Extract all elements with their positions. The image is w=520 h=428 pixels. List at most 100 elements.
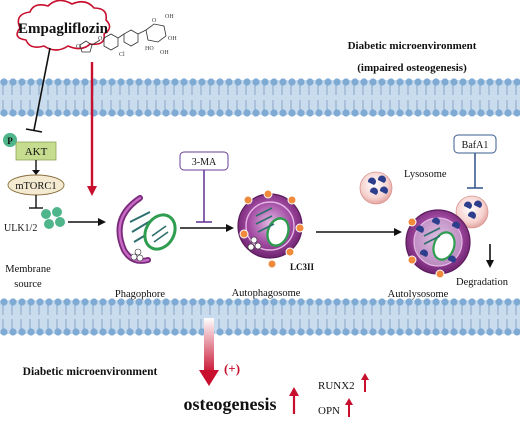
lipid-head: [441, 109, 449, 117]
mtorc1-box: mTORC1: [7, 174, 65, 196]
lipid-head: [180, 298, 188, 306]
lipid-head: [315, 109, 323, 117]
opn-label: OPN: [318, 405, 340, 417]
lipid-head: [432, 109, 440, 117]
lipid-head: [279, 298, 287, 306]
autolysosome-icon: [405, 209, 471, 279]
lipid-head: [261, 78, 269, 86]
lipid-head: [225, 109, 233, 117]
lipid-head: [207, 298, 215, 306]
lipid-head: [261, 328, 269, 336]
lipid-head: [252, 109, 260, 117]
lipid-head: [63, 328, 71, 336]
lipid-head: [297, 109, 305, 117]
lipid-head: [351, 328, 359, 336]
lipid-head: [234, 109, 242, 117]
lipid-head: [297, 298, 305, 306]
lipid-head: [468, 109, 476, 117]
lipid-head: [72, 298, 80, 306]
membrane-source-label-line1: Membrane: [5, 264, 51, 275]
lipid-head: [369, 298, 377, 306]
lipid-head: [513, 298, 520, 306]
lipid-head: [396, 109, 404, 117]
autophagosome-icon: [237, 189, 305, 269]
lipid-head: [189, 328, 197, 336]
lipid-head: [288, 328, 296, 336]
lipid-head: [135, 328, 143, 336]
lipid-head: [297, 78, 305, 86]
lipid-head: [108, 78, 116, 86]
p-phospho-badge: P: [3, 133, 17, 147]
lipid-head: [342, 78, 350, 86]
promotion-plus-label: (+): [224, 361, 240, 376]
lipid-head: [414, 78, 422, 86]
lipid-head: [234, 298, 242, 306]
svg-text:O: O: [98, 36, 103, 42]
lipid-head: [306, 298, 314, 306]
lipid-head: [81, 298, 89, 306]
lipid-head: [99, 298, 107, 306]
lipid-head: [360, 298, 368, 306]
lipid-head: [126, 328, 134, 336]
lipid-head: [81, 78, 89, 86]
lipid-head: [99, 78, 107, 86]
degradation-arrowhead: [486, 260, 494, 268]
phagophore-to-autophagosome-arrowhead: [226, 224, 234, 232]
lipid-head: [387, 109, 395, 117]
lipid-head: [9, 78, 17, 86]
svg-text:OH: OH: [168, 36, 177, 42]
lipid-head: [90, 298, 98, 306]
lipid-head: [18, 109, 26, 117]
top-membrane: [0, 78, 520, 117]
runx2-label: RUNX2: [318, 380, 355, 392]
lipid-head: [54, 109, 62, 117]
lipid-head: [441, 298, 449, 306]
lipid-head: [9, 109, 17, 117]
lipid-head: [198, 78, 206, 86]
lipid-head: [189, 298, 197, 306]
lipid-head: [504, 109, 512, 117]
lipid-head: [153, 78, 161, 86]
autolysosome-label: Autolysosome: [388, 289, 449, 300]
lipid-head: [90, 328, 98, 336]
lipid-head: [450, 298, 458, 306]
svg-text:Cl: Cl: [119, 52, 125, 58]
lipid-head: [117, 109, 125, 117]
lipid-head: [153, 328, 161, 336]
lipid-head: [459, 78, 467, 86]
svg-text:HO: HO: [145, 46, 154, 52]
lipid-head: [486, 298, 494, 306]
lipid-head: [468, 328, 476, 336]
lipid-head: [270, 109, 278, 117]
lipid-head: [279, 109, 287, 117]
lipid-head: [261, 109, 269, 117]
lipid-head: [144, 298, 152, 306]
lipid-head: [72, 78, 80, 86]
lipid-head: [315, 298, 323, 306]
lipid-head: [171, 328, 179, 336]
empagliflozin-label: Empagliflozin: [18, 21, 109, 37]
empagliflozin-activation-arrow: [87, 62, 97, 196]
lipid-head: [513, 109, 520, 117]
lipid-head: [360, 328, 368, 336]
lipid-head: [27, 298, 35, 306]
lipid-head: [162, 78, 170, 86]
lipid-head: [252, 78, 260, 86]
lipid-head: [306, 78, 314, 86]
phagophore-label: Phagophore: [115, 289, 165, 300]
lipid-head: [324, 78, 332, 86]
lipid-head: [396, 298, 404, 306]
lipid-head: [207, 78, 215, 86]
lipid-head: [396, 328, 404, 336]
top-environment-title: Diabetic microenvironment: [348, 40, 477, 52]
top-environment-subtitle: (impaired osteogenesis): [357, 62, 467, 74]
lipid-head: [45, 298, 53, 306]
lipid-head: [36, 78, 44, 86]
lipid-head: [9, 328, 17, 336]
lipid-head: [144, 78, 152, 86]
lipid-head: [63, 109, 71, 117]
lipid-head: [405, 328, 413, 336]
svg-text:OH: OH: [160, 50, 169, 56]
lipid-head: [18, 78, 26, 86]
